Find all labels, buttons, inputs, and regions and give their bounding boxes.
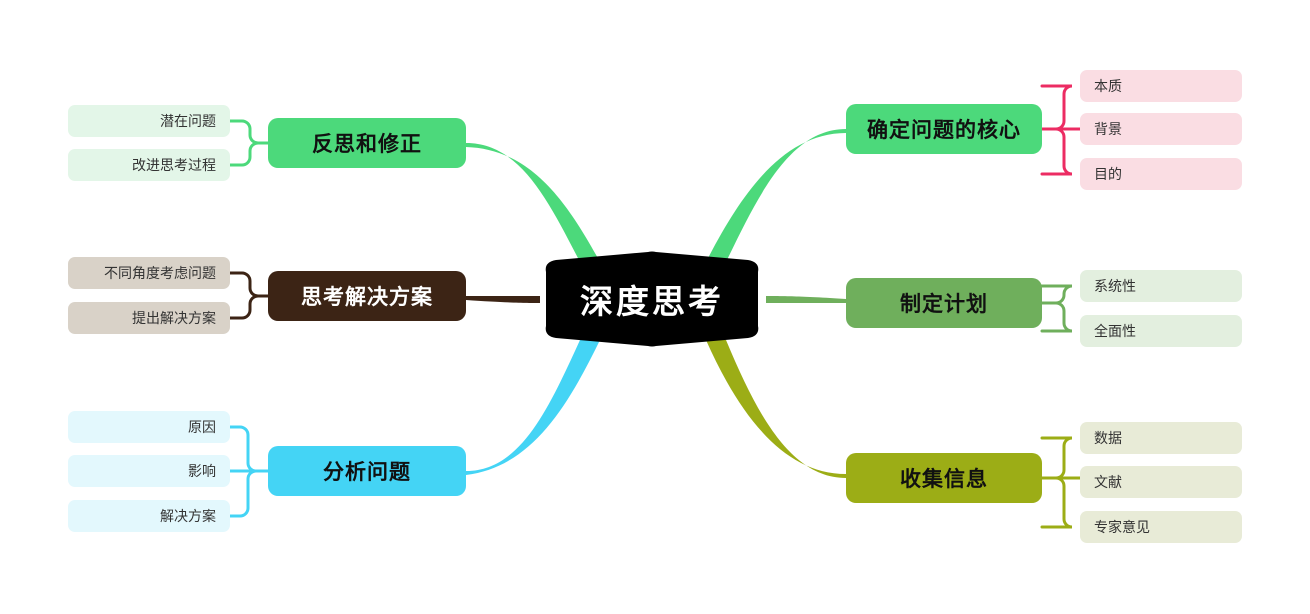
branch-label-analyze: 分析问题 <box>323 461 411 484</box>
branch-node-collect[interactable]: 收集信息 <box>846 453 1042 503</box>
branch-label-reflect: 反思和修正 <box>312 133 422 156</box>
leaf-label: 影响 <box>188 463 216 479</box>
leaf-node-analyze-1[interactable]: 影响 <box>68 455 230 487</box>
leaf-label: 改进思考过程 <box>132 157 216 173</box>
branch-label-core: 确定问题的核心 <box>867 119 1021 142</box>
leaf-label: 解决方案 <box>160 508 216 524</box>
trunk-collect <box>706 340 846 478</box>
leaf-node-plan-1[interactable]: 全面性 <box>1080 315 1242 347</box>
center-node[interactable]: 深度思考 <box>536 250 768 348</box>
leaf-label: 本质 <box>1094 78 1122 94</box>
leaf-node-reflect-0[interactable]: 潜在问题 <box>68 105 230 137</box>
leaf-links-analyze <box>228 425 270 518</box>
leaf-node-analyze-2[interactable]: 解决方案 <box>68 500 230 532</box>
leaf-node-collect-1[interactable]: 文献 <box>1080 466 1242 498</box>
leaf-links-plan <box>1040 284 1073 333</box>
leaf-node-core-2[interactable]: 目的 <box>1080 158 1242 190</box>
leaf-links-core <box>1040 84 1082 176</box>
leaf-node-analyze-0[interactable]: 原因 <box>68 411 230 443</box>
branch-node-solution[interactable]: 思考解决方案 <box>268 271 466 321</box>
branch-node-core[interactable]: 确定问题的核心 <box>846 104 1042 154</box>
leaf-node-reflect-1[interactable]: 改进思考过程 <box>68 149 230 181</box>
leaf-node-solution-0[interactable]: 不同角度考虑问题 <box>68 257 230 289</box>
branch-node-reflect[interactable]: 反思和修正 <box>268 118 466 168</box>
leaf-label: 潜在问题 <box>160 113 216 129</box>
trunk-plan <box>766 296 846 303</box>
leaf-label: 提出解决方案 <box>132 310 216 326</box>
leaf-links-solution <box>228 271 270 320</box>
leaf-label: 不同角度考虑问题 <box>104 265 216 281</box>
leaf-label: 文献 <box>1094 474 1122 490</box>
leaf-node-plan-0[interactable]: 系统性 <box>1080 270 1242 302</box>
branch-label-plan: 制定计划 <box>900 293 988 316</box>
trunk-reflect <box>466 143 600 262</box>
branch-label-solution: 思考解决方案 <box>301 286 433 309</box>
leaf-label: 原因 <box>188 419 216 435</box>
trunk-analyze <box>466 340 600 475</box>
leaf-node-collect-2[interactable]: 专家意见 <box>1080 511 1242 543</box>
trunk-solution <box>466 296 540 303</box>
leaf-label: 全面性 <box>1094 323 1136 339</box>
branch-label-collect: 收集信息 <box>900 468 988 491</box>
leaf-label: 目的 <box>1094 166 1122 182</box>
leaf-node-solution-1[interactable]: 提出解决方案 <box>68 302 230 334</box>
leaf-label: 专家意见 <box>1094 519 1150 535</box>
center-hexagon-shape <box>545 251 759 347</box>
leaf-node-core-1[interactable]: 背景 <box>1080 113 1242 145</box>
leaf-node-collect-0[interactable]: 数据 <box>1080 422 1242 454</box>
leaf-label: 背景 <box>1094 121 1122 137</box>
leaf-links-reflect <box>228 119 270 167</box>
branch-node-analyze[interactable]: 分析问题 <box>268 446 466 496</box>
leaf-node-core-0[interactable]: 本质 <box>1080 70 1242 102</box>
leaf-label: 系统性 <box>1094 278 1136 294</box>
trunk-core <box>706 129 846 262</box>
center-node-label: 深度思考 <box>580 283 724 320</box>
branch-node-plan[interactable]: 制定计划 <box>846 278 1042 328</box>
leaf-links-collect <box>1040 436 1082 529</box>
leaf-label: 数据 <box>1094 430 1122 446</box>
